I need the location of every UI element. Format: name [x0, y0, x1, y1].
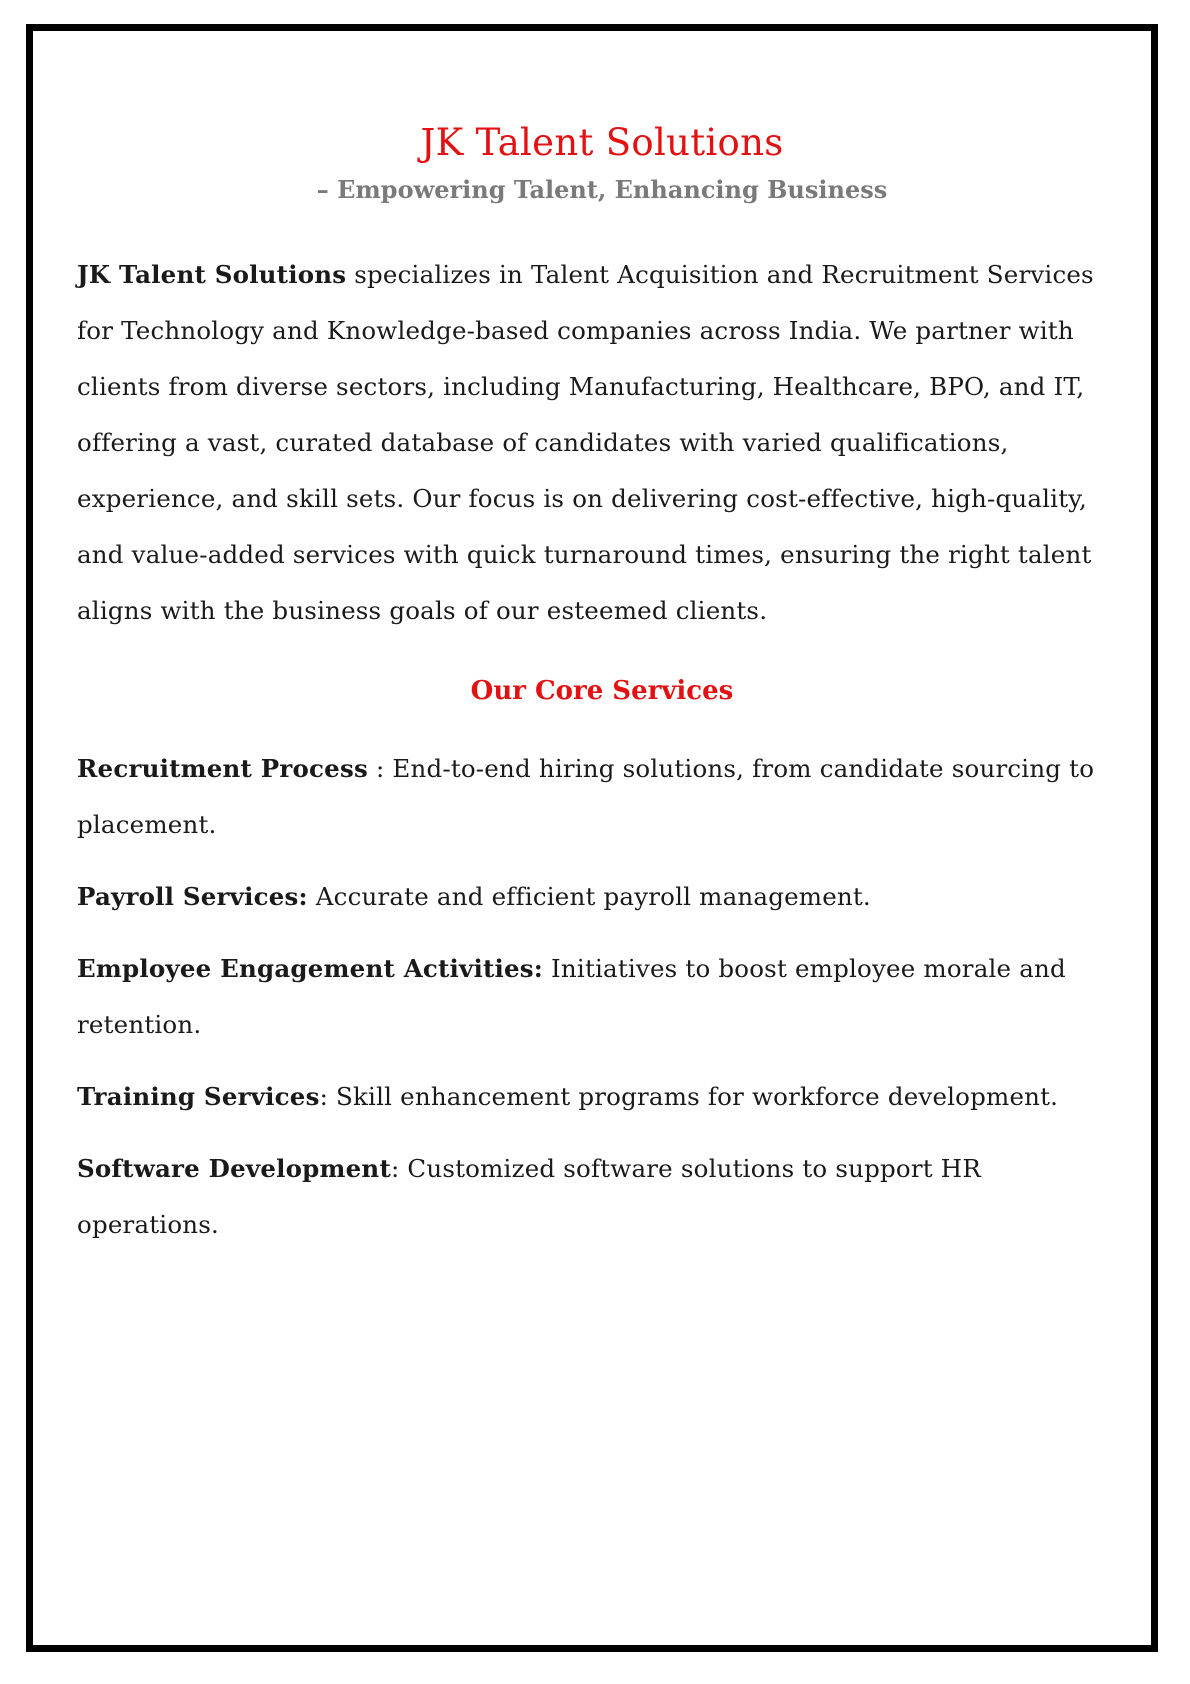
document-content: JK Talent Solutions – Empowering Talent,… — [77, 31, 1127, 1269]
services-title: Our Core Services — [470, 676, 734, 706]
service-description: Customized software solutions to support… — [77, 1154, 981, 1239]
service-name: Employee Engagement Activities: — [77, 954, 544, 983]
service-name: Software Development — [77, 1154, 391, 1183]
services-list: Recruitment Process : End-to-end hiring … — [77, 741, 1127, 1253]
service-item-software: Software Development: Customized softwar… — [77, 1141, 1127, 1253]
service-description: End-to-end hiring solutions, from candid… — [77, 754, 1095, 839]
service-name: Training Services — [77, 1082, 320, 1111]
service-description: Accurate and efficient payroll managemen… — [315, 882, 871, 911]
service-item-engagement: Employee Engagement Activities: Initiati… — [77, 941, 1127, 1053]
service-name: Recruitment Process — [77, 754, 368, 783]
service-item-recruitment: Recruitment Process : End-to-end hiring … — [77, 741, 1127, 853]
service-separator — [543, 954, 551, 983]
service-name: Payroll Services: — [77, 882, 308, 911]
service-separator: : — [319, 1082, 337, 1111]
service-description: Skill enhancement programs for workforce… — [336, 1082, 1059, 1111]
service-separator — [308, 882, 316, 911]
intro-text: specializes in Talent Acquisition and Re… — [77, 260, 1094, 625]
service-separator: : — [390, 1154, 408, 1183]
intro-paragraph: JK Talent Solutions specializes in Talen… — [77, 247, 1127, 639]
intro-company-name: JK Talent Solutions — [77, 260, 347, 289]
page-frame: JK Talent Solutions – Empowering Talent,… — [26, 24, 1158, 1652]
service-item-payroll: Payroll Services: Accurate and efficient… — [77, 869, 1127, 925]
service-separator: : — [367, 754, 393, 783]
service-description: Initiatives to boost employee morale and… — [77, 954, 1066, 1039]
page-title: JK Talent Solutions — [420, 121, 784, 164]
service-item-training: Training Services: Skill enhancement pro… — [77, 1069, 1127, 1125]
page-subtitle: – Empowering Talent, Enhancing Business — [316, 175, 888, 204]
